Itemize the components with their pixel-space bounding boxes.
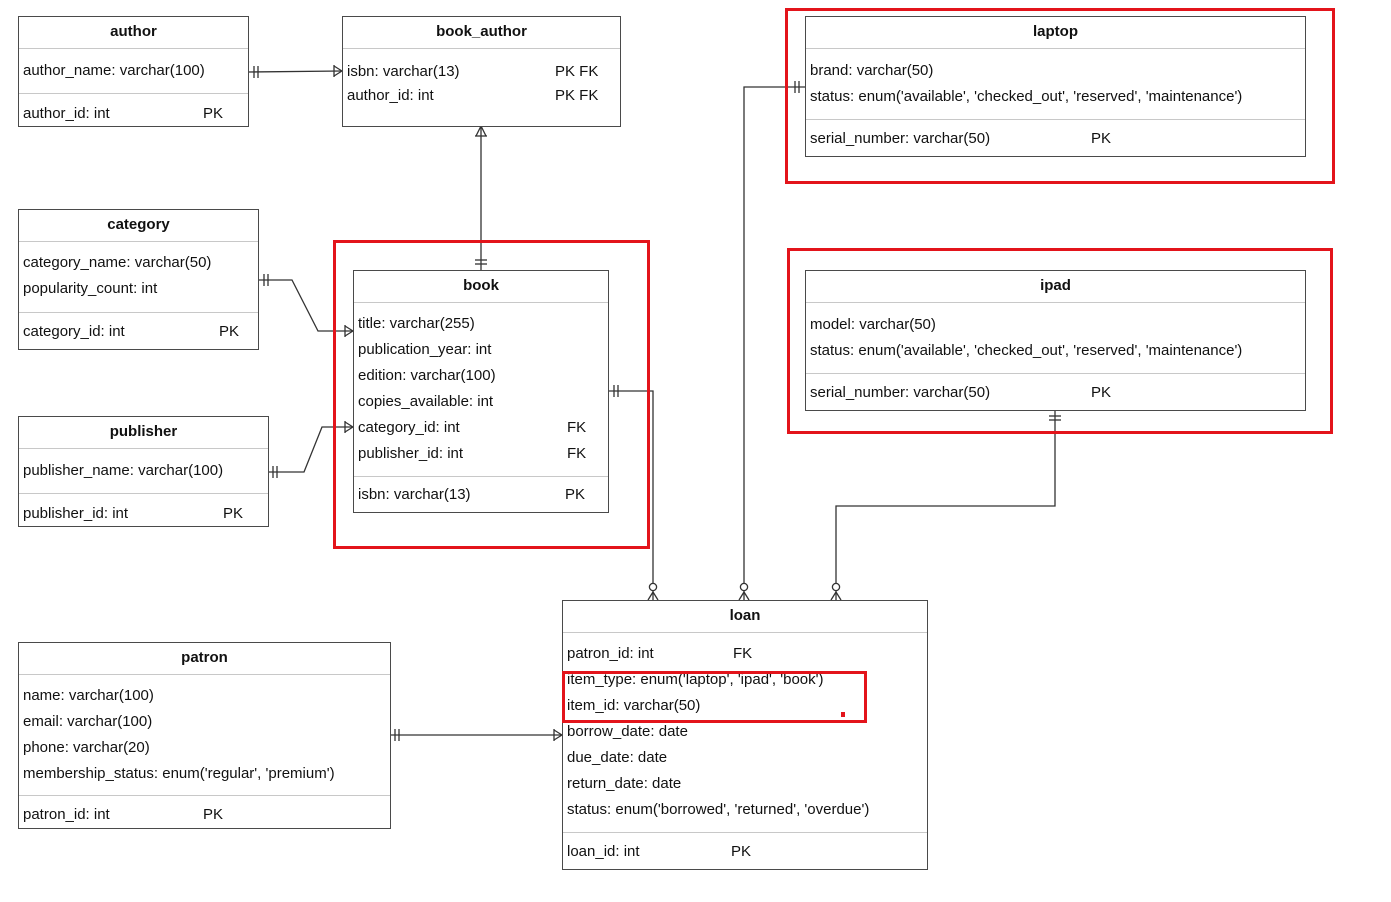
key-row: serial_number: varchar(50)PK — [810, 384, 1112, 401]
attribute-row: publisher_name: varchar(100) — [23, 462, 224, 479]
attribute-row: borrow_date: date — [567, 723, 688, 740]
rel-ipad-loan — [830, 410, 1061, 601]
attribute-row: brand: varchar(50) — [810, 62, 934, 79]
entity-title: loan — [563, 601, 927, 633]
entity-book-author[interactable]: book_author isbn: varchar(13)PK FK autho… — [342, 16, 621, 127]
attribute-row: popularity_count: int — [23, 280, 158, 297]
entity-title: patron — [19, 643, 390, 675]
entity-title: category — [19, 210, 258, 242]
entity-patron[interactable]: patron name: varchar(100) email: varchar… — [18, 642, 391, 829]
highlight-laptop — [785, 8, 1335, 184]
attribute-row: phone: varchar(20) — [23, 739, 150, 756]
entity-title: book_author — [343, 17, 620, 49]
attribute-row: status: enum('borrowed', 'returned', 'ov… — [567, 801, 870, 818]
annotation-dot — [841, 712, 845, 717]
attribute-row: copies_available: int — [358, 393, 494, 410]
attribute-row: publication_year: int — [358, 341, 492, 358]
attribute-row: name: varchar(100) — [23, 687, 154, 704]
attribute-row: return_date: date — [567, 775, 682, 792]
entity-ipad[interactable]: ipad model: varchar(50) status: enum('av… — [805, 270, 1306, 411]
highlight-ipad — [787, 248, 1333, 434]
highlight-book — [333, 240, 650, 549]
attribute-row: author_name: varchar(100) — [23, 62, 205, 79]
attribute-row: email: varchar(100) — [23, 713, 153, 730]
attribute-row: isbn: varchar(13)PK FK — [347, 63, 599, 80]
entity-title: ipad — [806, 271, 1305, 303]
entity-title: author — [19, 17, 248, 49]
attribute-row: title: varchar(255) — [358, 315, 475, 332]
attribute-row: model: varchar(50) — [810, 316, 936, 333]
attribute-row: due_date: date — [567, 749, 668, 766]
attribute-row: item_type: enum('laptop', 'ipad', 'book'… — [567, 671, 824, 688]
attribute-row: status: enum('available', 'checked_out',… — [810, 88, 1243, 105]
attribute-row: category_name: varchar(50) — [23, 254, 212, 271]
entity-title: book — [354, 271, 608, 303]
attribute-row: status: enum('available', 'checked_out',… — [810, 342, 1243, 359]
entity-author[interactable]: author author_name: varchar(100) author_… — [18, 16, 249, 127]
entity-title: publisher — [19, 417, 268, 449]
entity-category[interactable]: category category_name: varchar(50) popu… — [18, 209, 259, 350]
entity-laptop[interactable]: laptop brand: varchar(50) status: enum('… — [805, 16, 1306, 157]
attribute-row: membership_status: enum('regular', 'prem… — [23, 765, 335, 782]
key-row: serial_number: varchar(50)PK — [810, 130, 1112, 147]
attribute-row: item_id: varchar(50) — [567, 697, 701, 714]
entity-book[interactable]: book title: varchar(255) publication_yea… — [353, 270, 609, 513]
key-row: isbn: varchar(13)PK — [358, 486, 586, 503]
highlight-loan-item-fields — [562, 671, 867, 723]
rel-patron-loan — [390, 729, 563, 741]
attribute-row: edition: varchar(100) — [358, 367, 496, 384]
entity-title: laptop — [806, 17, 1305, 49]
rel-author-book-author — [247, 65, 343, 78]
entity-publisher[interactable]: publisher publisher_name: varchar(100) p… — [18, 416, 269, 527]
